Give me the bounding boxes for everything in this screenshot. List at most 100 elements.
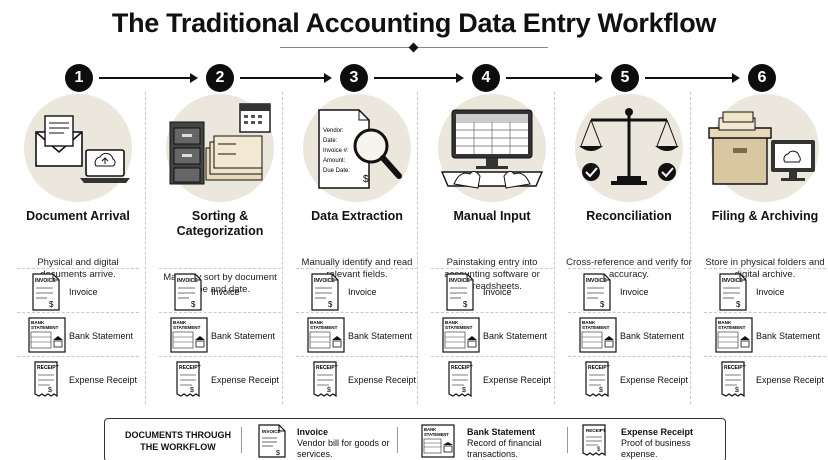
legend-invoice-name: Invoice [297, 427, 329, 437]
step-number-badge: 6 [748, 64, 776, 92]
svg-text:$: $ [328, 300, 333, 309]
document-row: RECEIPT $Expense Receipt [560, 356, 698, 404]
svg-text:$: $ [49, 300, 54, 309]
document-row: INVOICE $Invoice [560, 268, 698, 316]
legend-receipt-name: Expense Receipt [621, 427, 694, 437]
row-divider [159, 312, 281, 313]
svg-text:$: $ [462, 387, 466, 394]
svg-text:STATEMENT: STATEMENT [718, 325, 746, 330]
svg-text:BANK: BANK [445, 320, 459, 325]
receipt-icon: RECEIPT $ [34, 361, 59, 398]
row-divider [568, 268, 690, 269]
svg-text:STATEMENT: STATEMENT [310, 325, 338, 330]
invoice-icon: INVOICE $ [32, 273, 60, 311]
svg-text:$: $ [190, 387, 194, 394]
document-row: BANK STATEMENT Bank Statement [423, 312, 561, 360]
extraction-field-label: Invoice #: [323, 148, 349, 154]
receipt-icon: RECEIPT $ [448, 361, 473, 398]
row-divider [431, 356, 553, 357]
legend-bank-icon-text-1: BANK [424, 427, 436, 432]
svg-text:RECEIPT: RECEIPT [588, 365, 610, 371]
svg-text:$: $ [735, 387, 739, 394]
document-label: Expense Receipt [620, 375, 689, 385]
document-label: Bank Statement [69, 331, 134, 341]
document-label: Bank Statement [756, 331, 821, 341]
document-row: BANK STATEMENT Bank Statement [560, 312, 698, 360]
row-divider [431, 268, 553, 269]
step-description: Manually identify and read relevant fiel… [301, 257, 413, 280]
svg-text:INVOICE: INVOICE [35, 278, 56, 284]
row-divider [704, 268, 826, 269]
workflow-step-3: $ Vendor:Date:Invoice #:Amount:Due Date:… [288, 92, 426, 404]
svg-text:STATEMENT: STATEMENT [173, 325, 201, 330]
invoice-icon: INVOICE $ [311, 273, 339, 311]
flow-arrow [506, 73, 603, 83]
document-label: Invoice [211, 287, 240, 297]
extraction-field-label: Date: [323, 138, 338, 144]
document-label: Expense Receipt [211, 375, 280, 385]
column-divider [554, 92, 555, 404]
receipt-icon: RECEIPT $ [582, 424, 606, 457]
legend-title: DOCUMENTS THROUGH THE WORKFLOW [125, 430, 231, 452]
document-label: Bank Statement [348, 331, 413, 341]
svg-text:STATEMENT: STATEMENT [31, 325, 59, 330]
document-row: RECEIPT $ Expense Receipt [151, 356, 289, 404]
step-title: Manual Input [453, 209, 531, 223]
mail-laptop-icon [35, 115, 130, 183]
extraction-field-label: Due Date: [323, 168, 350, 174]
svg-text:$: $ [327, 387, 331, 394]
receipt-icon: RECEIPT $ [176, 361, 201, 398]
page-title: The Traditional Accounting Data Entry Wo… [111, 8, 717, 38]
bank-statement-icon: BANK STATEMENT [421, 424, 455, 458]
document-row: RECEIPT $Expense Receipt [423, 356, 561, 404]
flow-arrow [645, 73, 740, 83]
bank-statement-icon: BANK STATEMENT [579, 317, 617, 353]
svg-text:RECEIPT: RECEIPT [724, 365, 746, 371]
invoice-icon: INVOICE $ [174, 273, 202, 311]
document-row: RECEIPT $ Expense Receipt [696, 356, 828, 404]
document-row: INVOICE $Invoice [423, 268, 561, 316]
svg-text:INVOICE: INVOICE [449, 278, 470, 284]
computer-keyboard-icon [440, 109, 544, 189]
row-divider [17, 268, 139, 269]
invoice-icon: INVOICE $ [719, 273, 747, 311]
legend-bank-name: Bank Statement [467, 427, 536, 437]
step-description: Painstaking entry into accounting softwa… [444, 257, 540, 292]
svg-text:$: $ [48, 387, 52, 394]
row-divider [159, 268, 281, 269]
invoice-icon: INVOICE $ [258, 424, 286, 458]
column-divider [282, 92, 283, 404]
flow-arrow [99, 73, 198, 83]
balance-scale-icon [579, 108, 679, 185]
step-number-badge: 1 [65, 64, 93, 92]
step-title: Filing & Archiving [711, 209, 819, 223]
legend-divider [567, 427, 568, 453]
document-row: INVOICE $Invoice [696, 268, 828, 316]
svg-text:BANK: BANK [718, 320, 732, 325]
document-label: Expense Receipt [69, 375, 138, 385]
step-title: Sorting & Categorization [176, 209, 264, 238]
row-divider [159, 356, 281, 357]
legend-invoice-icon-text: INVOICE [262, 429, 281, 434]
document-label: Expense Receipt [756, 375, 825, 385]
step-number-badge: 3 [340, 64, 368, 92]
svg-text:$: $ [600, 300, 605, 309]
row-divider [568, 356, 690, 357]
svg-text:INVOICE: INVOICE [314, 278, 335, 284]
svg-text:STATEMENT: STATEMENT [582, 325, 610, 330]
step-description: Manually sort by document type and date. [163, 272, 277, 295]
svg-text:RECEIPT: RECEIPT [179, 365, 201, 371]
row-divider [568, 312, 690, 313]
archive-box-icon [708, 111, 815, 185]
legend-receipt-desc: Proof of business expense. [621, 438, 691, 459]
legend-bank-desc: Record of financial transactions. [467, 438, 542, 459]
row-divider [17, 312, 139, 313]
step-title: Data Extraction [311, 209, 403, 223]
document-label: Invoice [620, 287, 649, 297]
receipt-icon: RECEIPT $ [313, 361, 338, 398]
